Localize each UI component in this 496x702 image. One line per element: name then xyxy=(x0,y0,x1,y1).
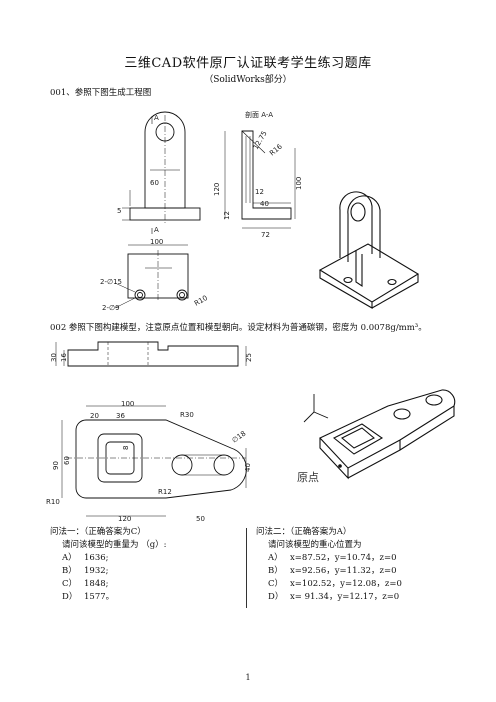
option-text: 1848; xyxy=(84,579,109,589)
dim-r10-q2: R10 xyxy=(46,498,60,506)
dim-5: 5 xyxy=(117,207,121,215)
dim-60: 60 xyxy=(150,179,159,187)
option-key: A） xyxy=(268,553,283,563)
dim-25: 25 xyxy=(245,353,253,362)
q2-isometric-view: 原点 xyxy=(297,389,456,484)
answer-option: C） 1848; xyxy=(50,578,240,591)
answer-option: D） x= 91.34，y=12.17，z=0 xyxy=(256,591,456,604)
answer-option: B） x=92.56，y=11.32，z=0 xyxy=(256,565,456,578)
question-1-prompt: 001、参照下图生成工程图 xyxy=(50,88,152,98)
origin-label: 原点 xyxy=(297,471,319,484)
dim-12-75: 12.75 xyxy=(252,130,269,151)
iso2-hole-2 xyxy=(425,394,443,406)
iso-hole xyxy=(350,202,366,222)
dim-r12: R12 xyxy=(158,488,172,496)
iso-base-top xyxy=(318,243,420,303)
q1-section-view: 剖面 A-A 12.75 R16 120 100 12 40 72 12 xyxy=(213,110,303,239)
q1-front-view: 60 5 A A xyxy=(117,111,201,234)
page-subtitle: （SolidWorks部分） xyxy=(204,75,292,85)
dim-2-phi9: 2-∅9 xyxy=(102,304,120,312)
answer-right-heading: 问法二：（正确答案为A） xyxy=(256,527,352,537)
dim-phi18: ∅18 xyxy=(231,429,248,444)
dim-20: 20 xyxy=(90,412,99,420)
question-2-prompt: 002 参照下图构建模型，注意原点位置和模型朝向。设定材料为普通碳钢，密度为 0… xyxy=(50,323,427,333)
option-text: x=92.56，y=11.32，z=0 xyxy=(290,566,397,576)
section-title: 剖面 A-A xyxy=(245,110,273,119)
dim-12b: 12 xyxy=(223,211,231,220)
q1-isometric-view xyxy=(318,191,420,309)
answer-option: A） 1636; xyxy=(50,552,240,565)
top-outline xyxy=(75,419,247,499)
plan-hole-right xyxy=(176,289,188,301)
dim-30: 30 xyxy=(50,353,58,362)
option-text: x=87.52，y=10.74，z=0 xyxy=(290,553,397,563)
dim-16: 16 xyxy=(60,353,68,362)
dim-2-phi15: 2-∅15 xyxy=(100,278,122,286)
dim-8: 8 xyxy=(122,446,130,450)
answer-option: D） 1577。 xyxy=(50,591,240,604)
iso2-pocket xyxy=(332,423,384,455)
option-key: D） xyxy=(268,592,284,602)
dim-40-q2: 40 xyxy=(244,463,252,472)
axis-triad-icon xyxy=(303,394,329,423)
dim-36: 36 xyxy=(116,412,125,420)
q2-side-view: 30 16 25 xyxy=(50,341,253,367)
bracket-upright-outline xyxy=(144,111,186,209)
option-text: 1636; xyxy=(84,553,109,563)
q2-top-view: 100 20 36 R30 ∅18 90 60 40 R12 R10 120 5… xyxy=(46,400,252,523)
section-mark-a-bottom: A xyxy=(154,226,159,234)
q1-plan-view: 100 2-∅15 2-∅9 R10 xyxy=(100,238,209,312)
dim-120: 120 xyxy=(213,183,221,196)
answer-option: B） 1932; xyxy=(50,565,240,578)
option-text: x= 91.34，y=12.17，z=0 xyxy=(290,592,400,602)
option-key: B） xyxy=(62,566,77,576)
answers-right: 问法二：（正确答案为A） 请问该模型的重心位置为 A） x=87.52，y=10.… xyxy=(256,526,456,604)
answer-option: A） x=87.52，y=10.74，z=0 xyxy=(256,552,456,565)
top-pocket xyxy=(97,433,143,483)
dim-r10-plan: R10 xyxy=(193,294,209,308)
dim-40: 40 xyxy=(260,200,269,208)
dim-120-q2: 120 xyxy=(118,515,131,523)
dim-12: 12 xyxy=(255,188,264,196)
option-key: C） xyxy=(268,579,284,589)
section-outline xyxy=(241,130,292,220)
dim-50: 50 xyxy=(196,515,205,523)
page-title: 三维CAD软件原厂认证联考学生练习题库 xyxy=(124,56,372,71)
iso2-top-face xyxy=(319,389,456,469)
option-text: 1577。 xyxy=(84,592,115,602)
option-text: x=102.52，y=12.08，z=0 xyxy=(290,579,402,589)
dim-100: 100 xyxy=(121,400,134,408)
option-key: C） xyxy=(62,579,78,589)
answer-left-question: 请问该模型的重量为 （g）: xyxy=(62,540,167,550)
option-key: D） xyxy=(62,592,78,602)
dim-100-right: 100 xyxy=(295,177,303,190)
dim-r30: R30 xyxy=(180,411,194,419)
plan-hole-left xyxy=(134,289,146,301)
iso2-hole-1 xyxy=(393,408,411,420)
answers-left: 问法一：（正确答案为C） 请问该模型的重量为 （g）: A） 1636; B） 19… xyxy=(50,526,240,604)
column-divider xyxy=(246,528,247,608)
dim-90: 90 xyxy=(52,461,60,470)
answer-left-heading: 问法一：（正确答案为C） xyxy=(50,527,146,537)
answer-option: C） x=102.52，y=12.08，z=0 xyxy=(256,578,456,591)
option-text: 1932; xyxy=(84,566,109,576)
option-key: B） xyxy=(268,566,283,576)
page-number: 1 xyxy=(245,673,251,682)
dim-60-q2: 60 xyxy=(63,456,71,465)
dim-72: 72 xyxy=(261,231,270,239)
dim-100-top: 100 xyxy=(150,238,163,246)
section-mark-a-top: A xyxy=(154,114,159,122)
side-outline xyxy=(67,341,239,367)
dim-r16: R16 xyxy=(268,142,284,157)
option-key: A） xyxy=(62,553,77,563)
answer-right-question: 请问该模型的重心位置为 xyxy=(268,540,362,550)
